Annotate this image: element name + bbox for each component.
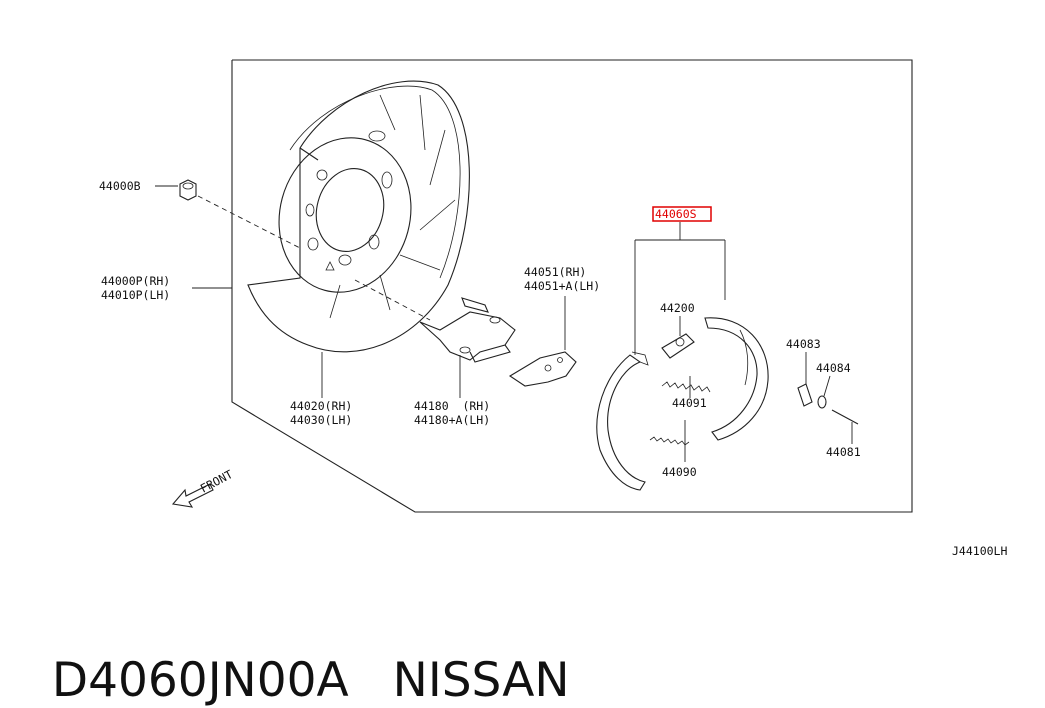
label-44084: 44084 [816, 361, 851, 375]
part-number: D4060JN00A [51, 653, 349, 708]
label-44180: 44180 (RH) [414, 399, 490, 413]
nut-44000b [155, 179, 197, 201]
label-diagram-code: J44100LH [952, 544, 1007, 558]
highlight-box [652, 206, 712, 222]
label-44000b: 44000B [99, 179, 141, 193]
brand-name: NISSAN [392, 653, 570, 708]
label-44030: 44030(LH) [290, 413, 352, 427]
front-arrow-icon [171, 483, 214, 508]
label-44010p: 44010P(LH) [101, 288, 170, 302]
brake-shoe-right [704, 317, 769, 441]
label-44020: 44020(RH) [290, 399, 352, 413]
label-44200: 44200 [660, 301, 695, 315]
label-44051a: 44051+A(LH) [524, 279, 600, 293]
bracket-44180 [419, 297, 516, 398]
pin-44081 [831, 409, 859, 444]
spring-44083 [797, 352, 813, 407]
brake-parts-diagram: 44000B 44000P(RH) 44010P(LH) 44020(RH) 4… [99, 59, 1007, 558]
label-44083: 44083 [786, 337, 821, 351]
label-44081: 44081 [826, 445, 861, 459]
brake-shoe-left [596, 351, 649, 491]
label-44090: 44090 [662, 465, 697, 479]
shoe-set-44060s-bracket [634, 206, 726, 355]
label-44000p: 44000P(RH) [101, 274, 170, 288]
adjuster-44200 [661, 316, 695, 359]
label-44180a: 44180+A(LH) [414, 413, 490, 427]
retainer-44084 [817, 375, 831, 409]
label-front: FRONT [198, 467, 235, 496]
backing-plate [247, 80, 470, 353]
spring-44090 [649, 420, 690, 462]
spring-44091 [661, 376, 711, 398]
lever-44051 [508, 296, 577, 387]
diagram-frame [231, 59, 913, 513]
label-44091: 44091 [672, 396, 707, 410]
label-44051: 44051(RH) [524, 265, 586, 279]
label-44060s: 44060S [655, 207, 697, 221]
footer-title: D4060JN00A NISSAN [22, 598, 570, 708]
